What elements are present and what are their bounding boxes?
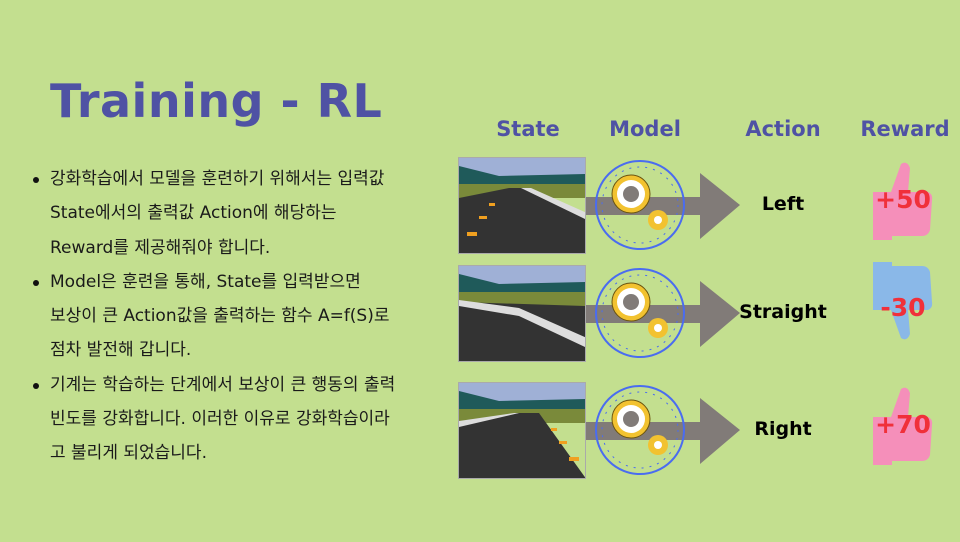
bullet-line: 고 불리게 되었습니다. [50, 443, 207, 464]
reward-value: -30 [880, 293, 926, 322]
circle-ring [595, 268, 685, 358]
model-graphic [586, 157, 746, 254]
state-road-image [458, 265, 586, 362]
arrow-icon [586, 173, 740, 239]
header-model: Model [609, 117, 681, 141]
reward-value: +50 [875, 185, 931, 214]
bullet-list: 강화학습에서 모델을 훈련하기 위해서는 입력값 State에서의 출력값 Ac… [30, 162, 450, 471]
rl-row: Straight -30 [458, 262, 960, 362]
slide-title: Training - RL [50, 74, 383, 128]
action-text: Left [761, 193, 805, 215]
gear-icon [611, 282, 668, 338]
bullet-line: State에서의 출력값 Action에 해당하는 [50, 203, 337, 224]
bullet-line: 점차 발전해 갑니다. [50, 340, 192, 361]
bullet-line: 빈도를 강화합니다. 이러한 이유로 강화학습이라 [50, 409, 390, 430]
reward-badge: +70 [863, 377, 943, 467]
circle-ring [595, 160, 685, 250]
rl-row: Right +70 [458, 382, 960, 479]
header-action: Action [745, 117, 821, 141]
bullet-item: Model은 훈련을 통해, State를 입력받으면 보상이 큰 Action… [30, 265, 450, 368]
gear-icon [611, 174, 668, 230]
reward-badge: -30 [863, 260, 943, 350]
state-road-image [458, 157, 586, 254]
circle-ring [595, 385, 685, 475]
bullet-line: Model은 훈련을 통해, State를 입력받으면 [50, 271, 361, 292]
action-text: Right [754, 418, 812, 440]
thumbs-down-icon [873, 262, 933, 340]
thumbs-up-icon [873, 387, 933, 465]
arrow-icon [586, 398, 740, 464]
bullet-line: Reward를 제공해줘야 합니다. [50, 237, 271, 258]
header-reward: Reward [860, 117, 950, 141]
action-text: Straight [739, 301, 827, 323]
reward-value: +70 [875, 410, 931, 439]
arrow-icon [586, 281, 740, 347]
state-road-image [458, 382, 586, 479]
bullet-line: 보상이 큰 Action값을 출력하는 함수 A=f(S)로 [50, 306, 390, 327]
bullet-line: 기계는 학습하는 단계에서 보상이 큰 행동의 출력 [50, 374, 396, 395]
header-state: State [496, 117, 560, 141]
model-graphic [586, 265, 746, 362]
bullet-item: 강화학습에서 모델을 훈련하기 위해서는 입력값 State에서의 출력값 Ac… [30, 162, 450, 265]
model-graphic [586, 382, 746, 479]
thumbs-up-icon [873, 162, 933, 240]
bullet-item: 기계는 학습하는 단계에서 보상이 큰 행동의 출력 빈도를 강화합니다. 이러… [30, 368, 450, 471]
rl-row: Left +50 [458, 157, 960, 254]
bullet-line: 강화학습에서 모델을 훈련하기 위해서는 입력값 [50, 169, 385, 189]
reward-badge: +50 [863, 152, 943, 242]
gear-icon [611, 399, 668, 455]
